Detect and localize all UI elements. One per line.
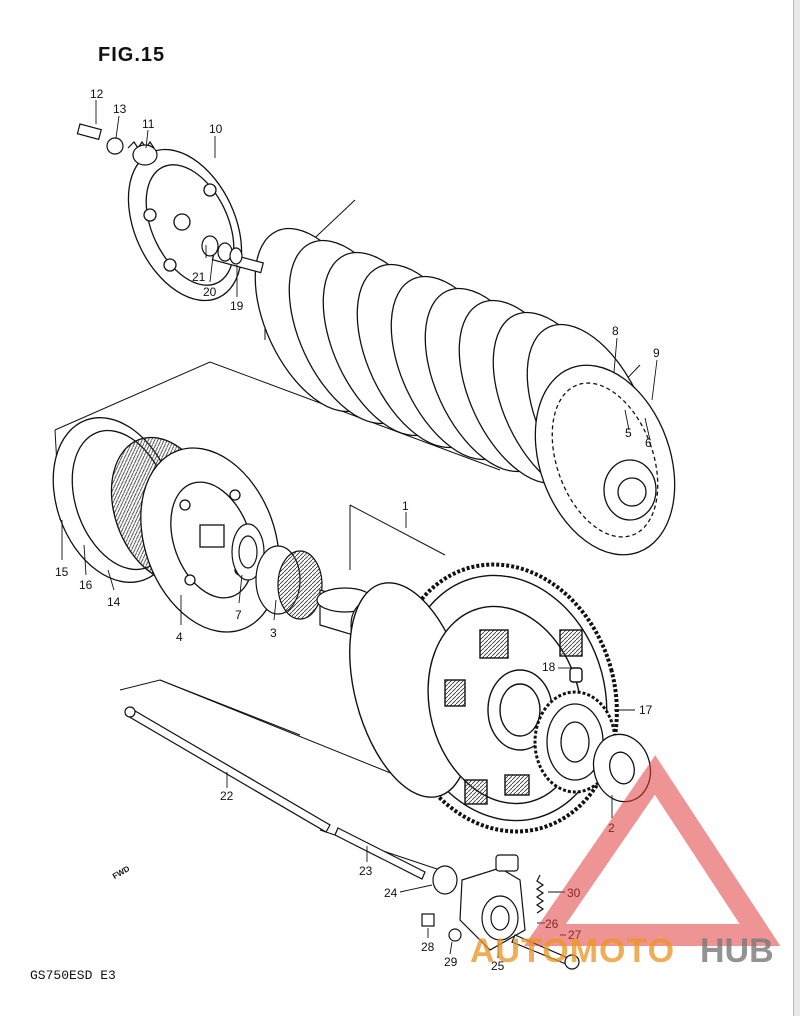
callout-20: 20 xyxy=(203,285,217,299)
clutch-sleeve-hub xyxy=(52,417,280,633)
watermark-triangle xyxy=(524,755,781,946)
callout-8: 8 xyxy=(612,324,619,338)
callout-18: 18 xyxy=(542,660,556,674)
callout-4: 4 xyxy=(176,630,183,644)
callout-29: 29 xyxy=(444,955,458,969)
callout-5: 5 xyxy=(625,426,632,440)
needle-bearing-3 xyxy=(255,545,323,620)
callout-12: 12 xyxy=(90,87,104,101)
callout-25: 25 xyxy=(491,959,505,973)
callout-21: 21 xyxy=(192,270,206,284)
clutch-push-rods xyxy=(124,706,426,880)
bolt-spring-12-13-11 xyxy=(76,123,158,166)
pushrod-19 xyxy=(201,235,265,274)
watermark-text-auto: AUTOMOTO xyxy=(470,932,676,970)
callout-13: 13 xyxy=(113,102,127,116)
callout-24: 24 xyxy=(384,886,398,900)
model-code: GS750ESD E3 xyxy=(30,968,116,983)
clutch-housing-primary-driven-gear xyxy=(349,562,619,834)
release-mechanism xyxy=(421,854,580,970)
callout-1: 1 xyxy=(402,499,409,513)
callout-17: 17 xyxy=(639,703,653,717)
figure-title: FIG.15 xyxy=(98,44,166,66)
clutch-plate-stack xyxy=(254,227,676,556)
callout-19: 19 xyxy=(230,299,244,313)
callout-6: 6 xyxy=(645,436,652,450)
callout-28: 28 xyxy=(421,940,435,954)
callout-22: 22 xyxy=(220,789,234,803)
right-edge-bar xyxy=(793,0,800,1016)
watermark-text-hub: HUB xyxy=(700,932,774,970)
callout-3: 3 xyxy=(270,626,277,640)
callout-14: 14 xyxy=(107,595,121,609)
callout-10: 10 xyxy=(209,122,223,136)
leader-lines xyxy=(61,100,658,958)
thrust-washer-7 xyxy=(231,523,265,581)
callout-7: 7 xyxy=(235,608,242,622)
callout-23: 23 xyxy=(359,864,373,878)
callout-15: 15 xyxy=(55,565,69,579)
callout-9: 9 xyxy=(653,346,660,360)
callout-11: 11 xyxy=(142,117,155,131)
callout-16: 16 xyxy=(79,578,93,592)
pressure-plate xyxy=(127,148,243,302)
